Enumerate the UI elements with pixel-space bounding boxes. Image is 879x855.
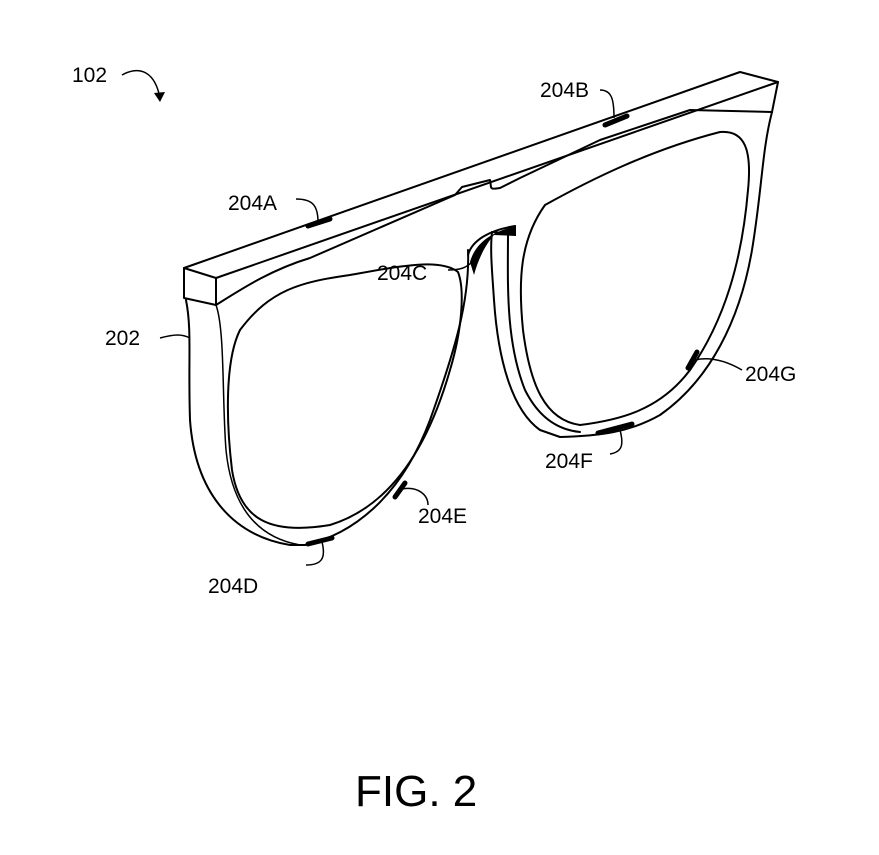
sensor-204g — [685, 349, 700, 371]
sensor-204d — [305, 535, 335, 547]
label-202: 202 — [105, 327, 140, 350]
sensor-204a — [305, 216, 333, 229]
label-204g: 204G — [745, 363, 796, 386]
label-204e: 204E — [418, 505, 467, 528]
label-204c: 204C — [377, 262, 427, 285]
label-204b: 204B — [540, 79, 589, 102]
sensor-204c — [470, 226, 516, 275]
sensor-204b — [602, 113, 630, 128]
sensors — [305, 113, 700, 547]
label-102: 102 — [72, 64, 107, 87]
figure-caption: FIG. 2 — [355, 767, 477, 816]
label-204d: 204D — [208, 575, 258, 598]
sensor-204e — [392, 480, 408, 500]
label-204f: 204F — [545, 450, 593, 473]
sensor-204f — [595, 421, 635, 436]
arrow-head-icon — [154, 92, 165, 102]
label-204a: 204A — [228, 192, 277, 215]
eyeglass-frame — [183, 71, 779, 546]
leader-lines — [121, 69, 743, 566]
